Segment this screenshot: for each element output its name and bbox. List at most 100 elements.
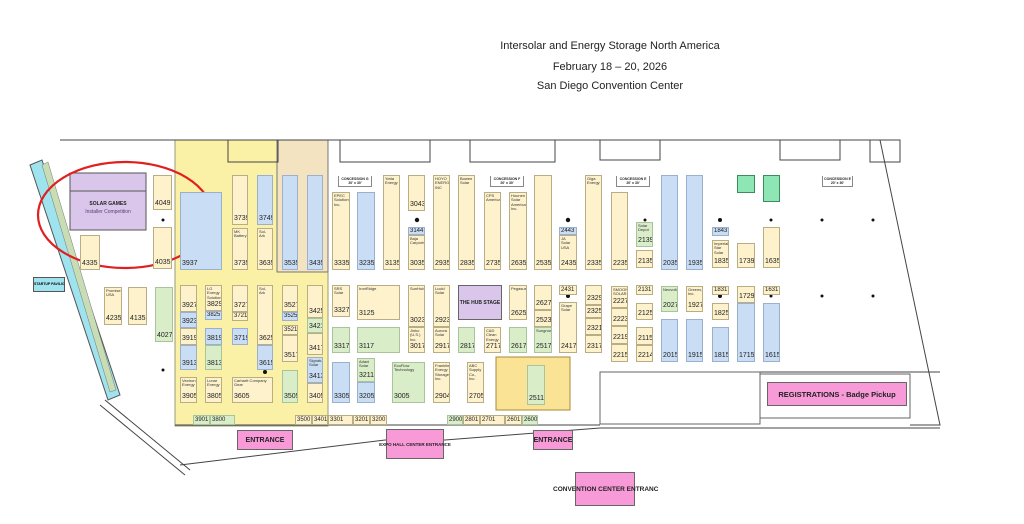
booth[interactable]: 3825 xyxy=(205,311,222,320)
booth[interactable]: 3719 xyxy=(232,328,248,345)
booth[interactable]: 3421 xyxy=(307,318,323,333)
booth[interactable]: 2900 xyxy=(447,415,463,425)
booth[interactable]: 4035 xyxy=(153,227,172,269)
booth[interactable]: 2223 xyxy=(611,308,628,326)
booth[interactable]: 3739 xyxy=(232,175,248,225)
booth[interactable]: 2235 xyxy=(611,192,628,270)
expo-hall-center-entrance[interactable]: EXPO HALL CENTER ENTRANCE xyxy=(379,429,451,459)
booth[interactable]: 2131 xyxy=(636,285,653,295)
booth[interactable]: 3305 xyxy=(332,362,350,403)
booth[interactable]: 2617 xyxy=(509,327,527,353)
booth[interactable]: 1825 xyxy=(712,303,729,320)
startup-pavilion[interactable]: STARTUP PAVILION xyxy=(33,277,65,292)
booth[interactable]: 2214 xyxy=(636,345,653,362)
booth[interactable]: 1635 xyxy=(763,227,780,268)
booth[interactable]: 3913 xyxy=(180,345,197,370)
booth[interactable]: 2219 xyxy=(611,326,628,344)
booth[interactable]: 1915 xyxy=(686,319,703,362)
booth[interactable] xyxy=(763,175,780,202)
booth[interactable]: 2535 xyxy=(534,175,552,270)
booth[interactable]: 3205 xyxy=(357,382,375,403)
booth[interactable]: 2443 xyxy=(559,227,577,235)
registrations-badge-pickup[interactable]: REGISTRATIONS - Badge Pickup xyxy=(767,382,907,406)
booth[interactable]: 2325 xyxy=(585,305,602,318)
booth[interactable]: 3117 xyxy=(357,327,400,353)
booth[interactable]: ABC Supply Co., Inc.2705 xyxy=(467,362,484,403)
booth[interactable]: 1715 xyxy=(737,303,755,362)
booth[interactable]: 2601 xyxy=(505,415,522,425)
booth[interactable]: 3527 xyxy=(282,285,298,312)
booth[interactable]: 2317 xyxy=(585,335,602,353)
booth[interactable]: 3800 xyxy=(210,415,235,425)
booth[interactable]: 3144 xyxy=(408,227,425,235)
booth[interactable]: 3200 xyxy=(370,415,387,425)
booth[interactable]: 3919 xyxy=(180,328,197,345)
booth[interactable]: 1843 xyxy=(712,227,729,236)
booth[interactable]: 3923 xyxy=(180,312,197,328)
booth[interactable]: Sol-Ark3625 xyxy=(257,285,273,345)
booth[interactable]: 4335 xyxy=(80,235,100,270)
entrance-left[interactable]: ENTRANCE xyxy=(237,430,293,450)
booth[interactable]: 2817 xyxy=(458,327,475,353)
booth[interactable] xyxy=(737,175,755,193)
booth[interactable]: 3819 xyxy=(205,328,222,345)
booth[interactable]: 3749 xyxy=(257,175,273,225)
booth[interactable]: 1815 xyxy=(712,327,729,362)
booth[interactable]: MK Battery3735 xyxy=(232,228,248,270)
booth[interactable]: 3435 xyxy=(307,175,323,270)
booth[interactable]: 3813 xyxy=(205,345,222,370)
booth[interactable]: 2125 xyxy=(636,303,653,320)
booth[interactable]: Jinko (U.S.) Inc.3017 xyxy=(408,327,425,353)
booth[interactable]: 2600 xyxy=(522,415,538,425)
booth[interactable]: 3727 xyxy=(232,285,248,312)
booth[interactable]: 1831 xyxy=(712,286,729,295)
booth[interactable]: 2511 xyxy=(527,365,545,405)
hub-stage[interactable]: THE HUB STAGE xyxy=(458,285,502,320)
booth[interactable]: 1739 xyxy=(737,243,755,268)
booth[interactable]: 3201 xyxy=(353,415,370,425)
booth[interactable]: 4135 xyxy=(128,287,147,325)
booth[interactable]: Sol-Ark3635 xyxy=(257,228,273,270)
booth[interactable]: 4049 xyxy=(153,175,172,210)
booth[interactable]: 1631 xyxy=(763,286,780,295)
booth[interactable]: 3505 xyxy=(282,370,298,403)
booth[interactable]: 3317 xyxy=(332,327,350,353)
booth[interactable]: 3721 xyxy=(232,312,248,321)
booth[interactable]: 3405 xyxy=(307,383,323,403)
booth[interactable]: 2627 xyxy=(534,285,552,310)
booth[interactable]: FranklinWH Energy Storage Inc.2904 xyxy=(433,362,450,403)
booth[interactable]: 2801 xyxy=(463,415,480,425)
booth[interactable]: 3500 xyxy=(295,415,312,425)
booth[interactable]: 3235 xyxy=(357,192,375,270)
booth[interactable]: 2215 xyxy=(611,344,628,362)
booth[interactable]: 3927 xyxy=(180,285,197,312)
booth[interactable]: 1729 xyxy=(737,286,755,303)
